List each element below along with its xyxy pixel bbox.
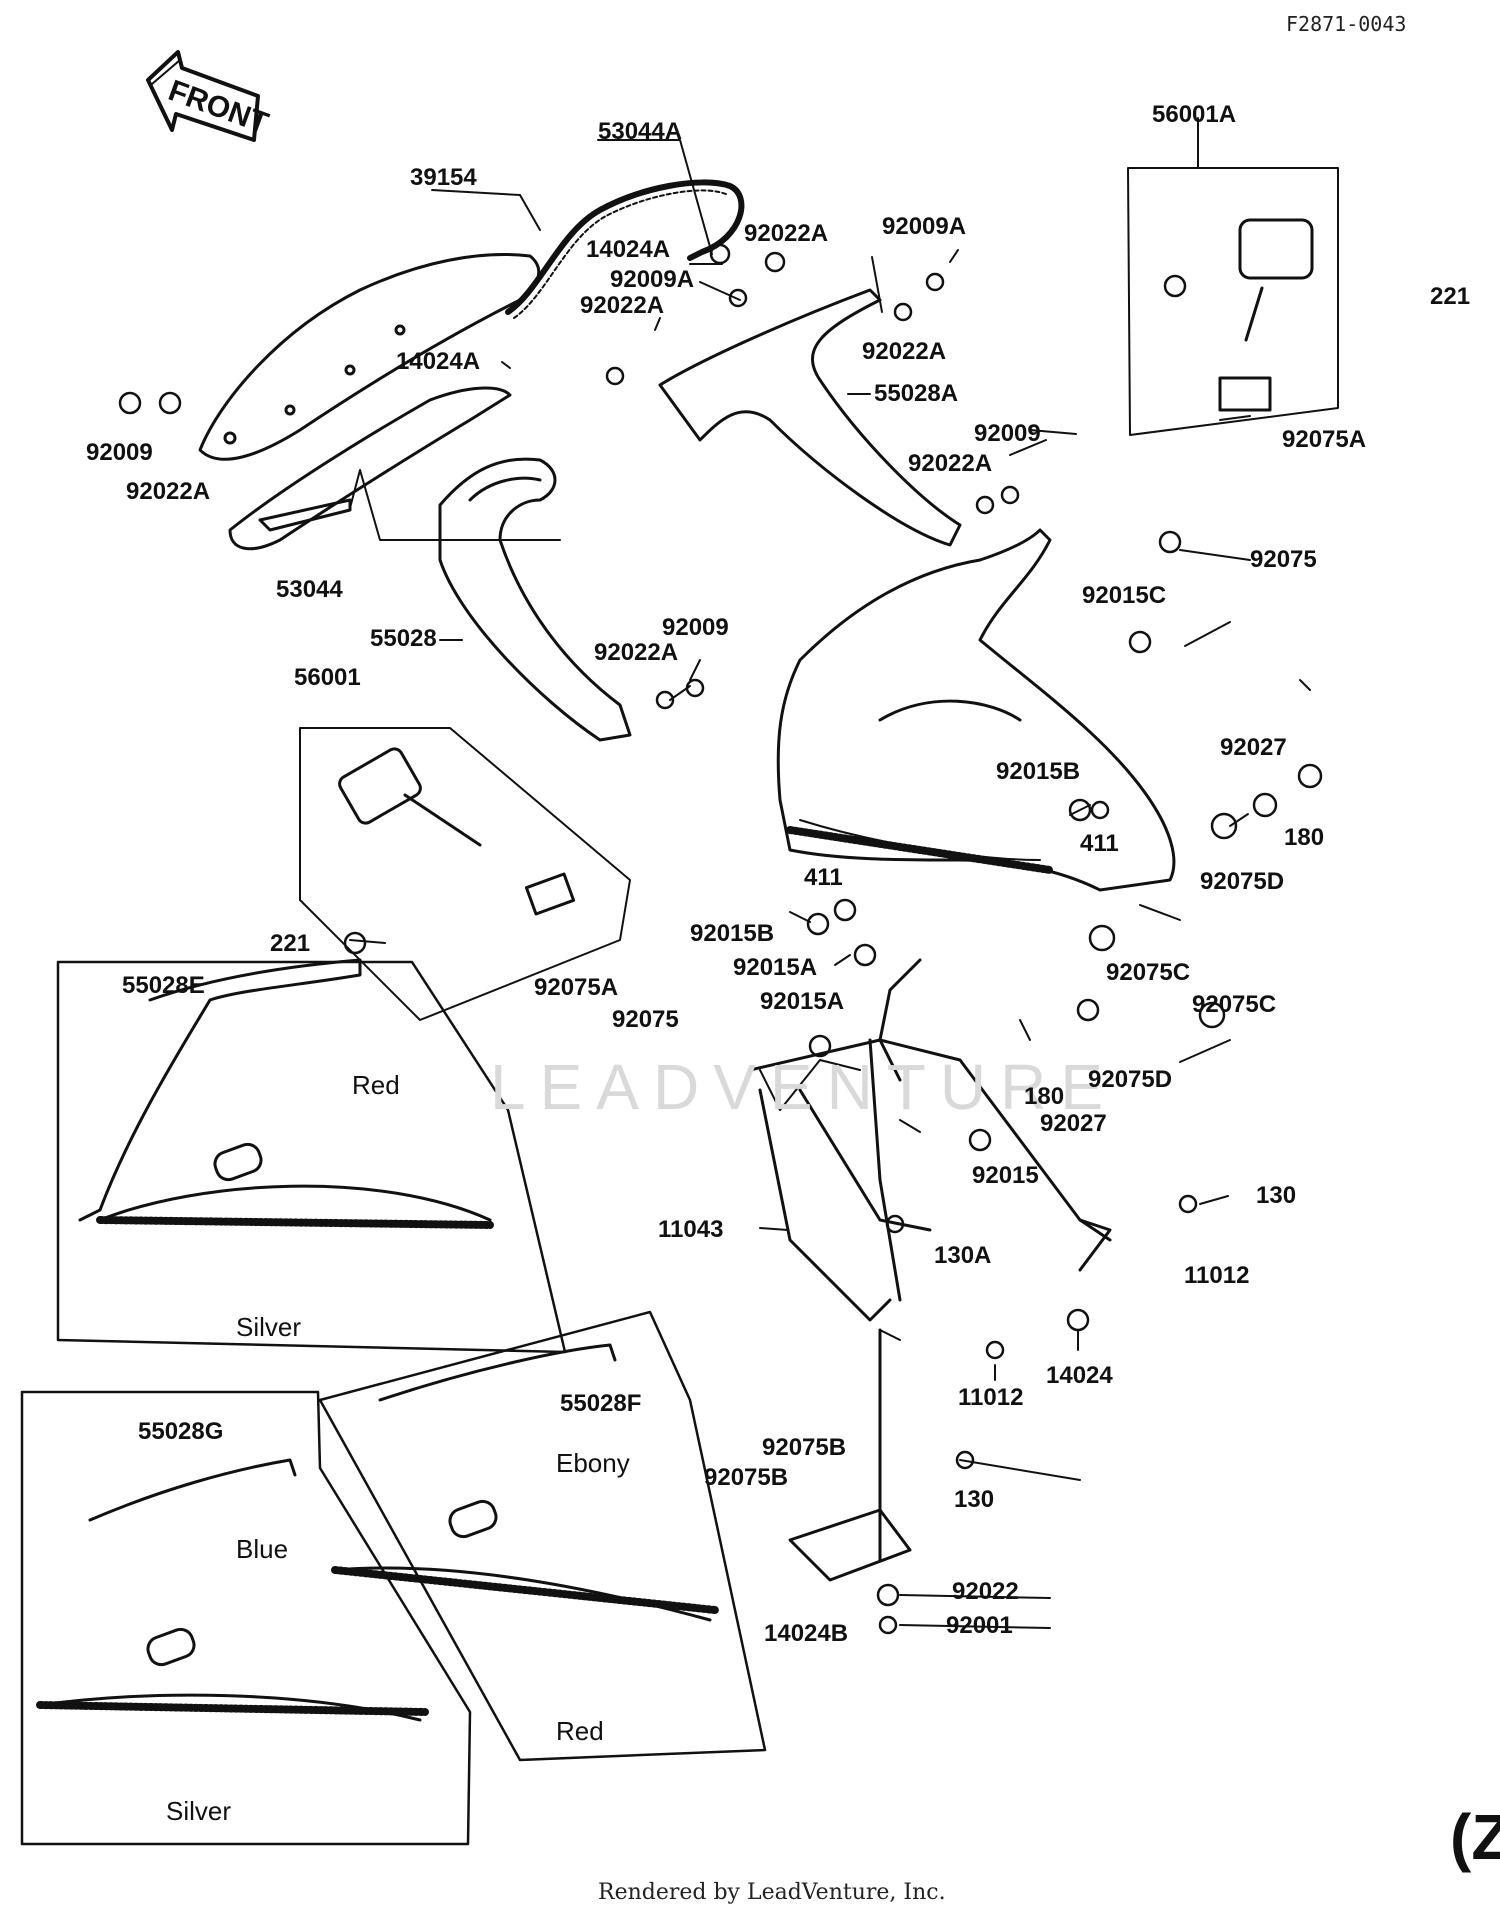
label-221-b: 221 [270, 930, 311, 957]
label-92022A-e: 92022A [126, 478, 211, 505]
mirror-box-56001 [299, 727, 631, 1021]
label-92009A-b: 92009A [610, 266, 695, 293]
label-92075B-a: 92075B [762, 1434, 847, 1461]
label-92022: 92022 [952, 1578, 1019, 1605]
watermark: LEADVENTURE [490, 1051, 1117, 1123]
edge-mark: (Z [1450, 1801, 1500, 1873]
windshield-trim-53044A [505, 179, 745, 315]
label-92075-b: 92075 [612, 1006, 679, 1033]
bracket-14024B [788, 1508, 912, 1582]
label-14024A-b: 14024A [396, 348, 481, 375]
label-92009A-a: 92009A [882, 213, 967, 240]
label-411-b: 411 [804, 864, 843, 891]
label-14024A-a: 14024A [586, 236, 671, 263]
label-92022A-b: 92022A [580, 292, 665, 319]
color-label-silver-e: Silver [236, 1312, 302, 1342]
front-arrow-icon: FRONT [146, 50, 272, 142]
label-180-b: 180 [1024, 1083, 1065, 1110]
diagram-code: F2871-0043 [1286, 12, 1407, 36]
label-55028A: 55028A [874, 380, 959, 407]
color-label-red-f: Red [556, 1716, 604, 1746]
label-411-a: 411 [1080, 830, 1119, 857]
label-92015A-b: 92015A [760, 988, 845, 1015]
color-label-blue-g: Blue [236, 1534, 289, 1564]
label-92009-a: 92009 [974, 420, 1041, 447]
trim-53044 [228, 386, 512, 551]
label-92022A-f: 92022A [594, 639, 679, 666]
label-92022A-c: 92022A [862, 338, 947, 365]
color-label-red-e: Red [352, 1070, 400, 1100]
label-56001A: 56001A [1152, 101, 1237, 128]
label-221-a: 221 [1430, 283, 1471, 310]
label-180-a: 180 [1284, 824, 1325, 851]
label-130-a: 130 [1256, 1182, 1297, 1209]
label-92009-b: 92009 [86, 439, 153, 466]
label-92027-a: 92027 [1220, 734, 1287, 761]
label-55028: 55028 [370, 625, 437, 652]
label-130-b: 130 [954, 1486, 995, 1513]
color-label-silver-g: Silver [166, 1796, 232, 1826]
label-92015B-a: 92015B [996, 758, 1081, 785]
label-55028F: 55028F [560, 1390, 642, 1417]
label-92015: 92015 [972, 1162, 1039, 1189]
label-92075D-a: 92075D [1200, 868, 1285, 895]
color-label-ebony-f: Ebony [556, 1448, 630, 1478]
panel-variant-55028F [318, 1310, 767, 1762]
label-92022A-a: 92022A [744, 220, 829, 247]
label-92015A-a: 92015A [733, 954, 818, 981]
label-53044: 53044 [276, 576, 343, 603]
label-92075A-b: 92075A [534, 974, 619, 1001]
label-92075-a: 92075 [1250, 546, 1317, 573]
label-53044A: 53044A [598, 118, 683, 145]
label-55028E: 55028E [122, 972, 205, 999]
footer: Rendered by LeadVenture, Inc. [598, 1880, 946, 1905]
label-92075C-a: 92075C [1106, 959, 1191, 986]
label-92015B-b: 92015B [690, 920, 775, 947]
label-11012-a: 11012 [1184, 1262, 1250, 1289]
cowl-stay-frame-11043 [748, 1038, 1112, 1562]
inner-panel-55028A [658, 288, 962, 547]
label-92001: 92001 [946, 1612, 1013, 1639]
panel-variant-55028G [20, 1390, 472, 1846]
label-92075A-a: 92075A [1282, 426, 1367, 453]
label-92027-b: 92027 [1040, 1110, 1107, 1137]
label-92075D-b: 92075D [1088, 1066, 1173, 1093]
label-92075C-b: 92075C [1192, 991, 1277, 1018]
mirror-box-56001A [1127, 167, 1339, 436]
label-14024B: 14024B [764, 1620, 849, 1647]
label-130A: 130A [934, 1242, 992, 1269]
windshield-39154 [198, 253, 541, 461]
inner-panel-55028 [438, 457, 632, 742]
label-11012-b: 11012 [958, 1384, 1024, 1411]
label-92015C: 92015C [1082, 582, 1167, 609]
label-11043: 11043 [658, 1216, 724, 1243]
label-92009-c: 92009 [662, 614, 729, 641]
label-56001: 56001 [294, 664, 361, 691]
upper-cowl [776, 528, 1176, 892]
label-14024: 14024 [1046, 1362, 1113, 1389]
label-92022A-d: 92022A [908, 450, 993, 477]
label-55028G: 55028G [138, 1418, 224, 1445]
label-39154: 39154 [410, 164, 477, 191]
panel-variant-55028E [56, 958, 567, 1354]
label-92075B-b: 92075B [704, 1464, 789, 1491]
